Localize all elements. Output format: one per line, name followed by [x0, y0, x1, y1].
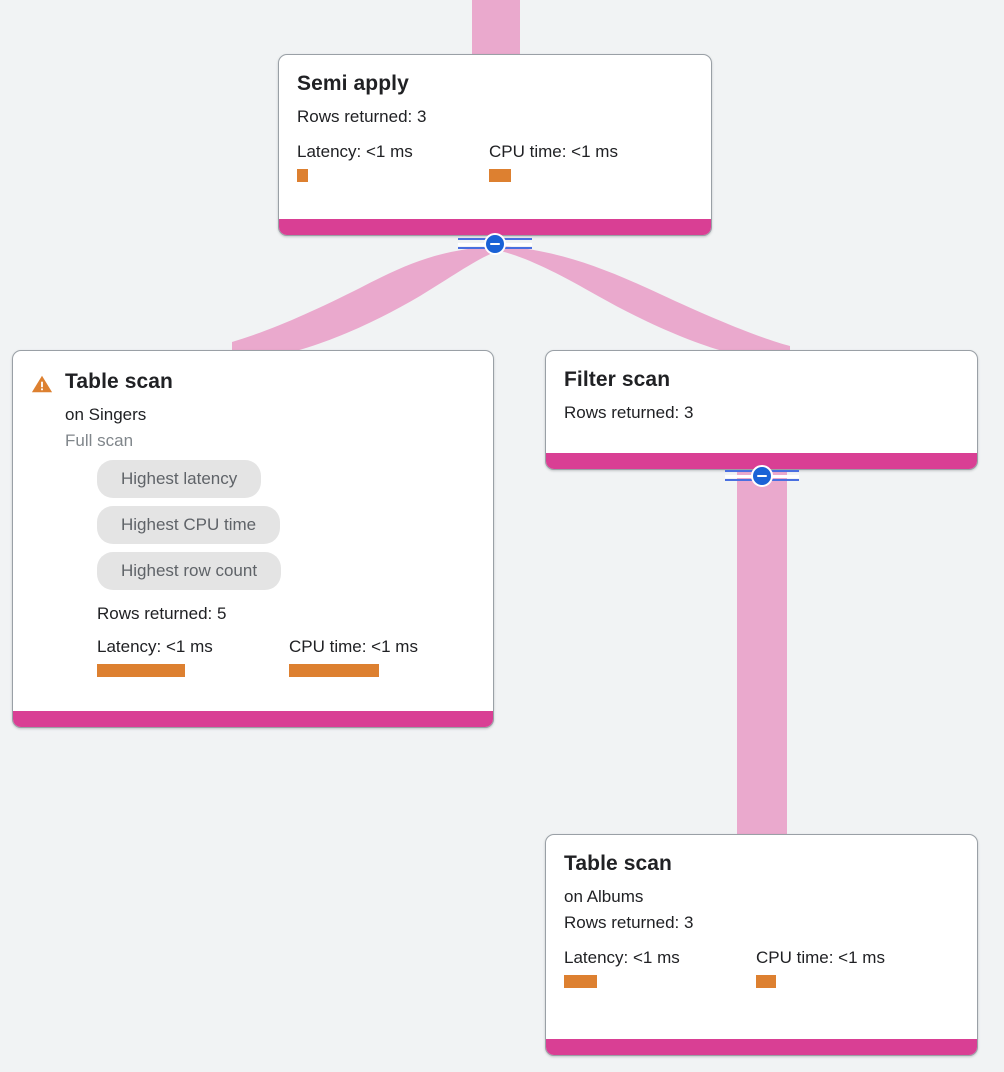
edge-root-to-semi-apply — [472, 0, 520, 58]
metric-cpu-label: CPU time: <1 ms — [756, 948, 885, 967]
node-table-scan-albums-header: Table scan — [564, 851, 959, 877]
node-scan-type: Full scan — [65, 431, 134, 450]
node-filter-scan[interactable]: Filter scan Rows returned: 3 — [545, 350, 978, 470]
metric-latency: Latency: <1 ms — [97, 636, 289, 677]
toggle-filter-scan[interactable] — [725, 464, 799, 488]
metric-latency-bar — [297, 169, 308, 182]
node-filter-scan-body: Filter scan Rows returned: 3 — [546, 351, 977, 437]
edge-filter-scan-to-table-scan-albums — [737, 468, 787, 840]
edge-semi-apply-to-filter-scan — [496, 246, 790, 352]
node-table-scan-singers-body: Table scan on Singers Full scan Highest … — [13, 351, 493, 689]
metric-cpu-label: CPU time: <1 ms — [289, 637, 418, 656]
node-title: Table scan — [65, 370, 173, 393]
node-subtitle: on Albums — [564, 887, 644, 906]
node-title: Semi apply — [297, 72, 409, 95]
metric-cpu-bar — [489, 169, 511, 182]
metric-cpu-bar — [289, 664, 379, 677]
node-rows-returned: Rows returned: 3 — [564, 403, 694, 422]
node-semi-apply-body: Semi apply Rows returned: 3 Latency: <1 … — [279, 55, 711, 194]
node-title: Filter scan — [564, 368, 671, 391]
metric-latency-label: Latency: <1 ms — [97, 637, 213, 656]
metric-cpu-label: CPU time: <1 ms — [489, 142, 618, 161]
node-filter-scan-header: Filter scan — [564, 367, 959, 393]
metric-latency-label: Latency: <1 ms — [297, 142, 413, 161]
metric-latency-bar — [564, 975, 597, 988]
node-footer-bar — [13, 711, 493, 727]
chip-highest-cpu-time[interactable]: Highest CPU time — [97, 506, 281, 544]
collapse-minus-icon[interactable] — [751, 465, 773, 487]
node-header-text: Table scan on Singers Full scan — [65, 369, 173, 453]
node-footer-bar — [279, 219, 711, 235]
metric-latency: Latency: <1 ms — [564, 947, 756, 988]
node-table-scan-albums[interactable]: Table scan on Albums Rows returned: 3 La… — [545, 834, 978, 1056]
node-metrics: Latency: <1 ms CPU time: <1 ms — [297, 141, 693, 182]
node-table-scan-singers-header: Table scan on Singers Full scan — [31, 369, 475, 453]
chip-highest-row-count[interactable]: Highest row count — [97, 552, 282, 590]
metric-cpu-bar — [756, 975, 776, 988]
metric-latency: Latency: <1 ms — [297, 141, 489, 182]
node-rows-returned: Rows returned: 5 — [97, 604, 227, 623]
metric-cpu: CPU time: <1 ms — [489, 141, 618, 182]
metric-latency-bar — [97, 664, 185, 677]
node-semi-apply[interactable]: Semi apply Rows returned: 3 Latency: <1 … — [278, 54, 712, 236]
node-footer-bar — [546, 453, 977, 469]
node-metrics: Latency: <1 ms CPU time: <1 ms — [564, 947, 959, 988]
toggle-semi-apply[interactable] — [458, 232, 532, 256]
node-footer-bar — [546, 1039, 977, 1055]
metric-cpu: CPU time: <1 ms — [756, 947, 885, 988]
node-rows-returned: Rows returned: 3 — [564, 913, 694, 932]
node-badge-chips: Highest latency Highest CPU time Highest… — [31, 460, 475, 598]
edge-semi-apply-to-table-scan-singers — [232, 246, 500, 352]
node-semi-apply-header: Semi apply — [297, 71, 693, 97]
node-table-scan-albums-body: Table scan on Albums Rows returned: 3 La… — [546, 835, 977, 1000]
chip-highest-latency[interactable]: Highest latency — [97, 460, 262, 498]
warning-triangle-icon — [31, 375, 53, 393]
node-table-scan-singers[interactable]: Table scan on Singers Full scan Highest … — [12, 350, 494, 728]
collapse-minus-icon[interactable] — [484, 233, 506, 255]
node-subtitle: on Singers — [65, 405, 147, 424]
metric-cpu: CPU time: <1 ms — [289, 636, 418, 677]
metric-latency-label: Latency: <1 ms — [564, 948, 680, 967]
node-rows-returned: Rows returned: 3 — [297, 107, 427, 126]
node-title: Table scan — [564, 852, 672, 875]
node-metrics: Latency: <1 ms CPU time: <1 ms — [31, 636, 475, 677]
